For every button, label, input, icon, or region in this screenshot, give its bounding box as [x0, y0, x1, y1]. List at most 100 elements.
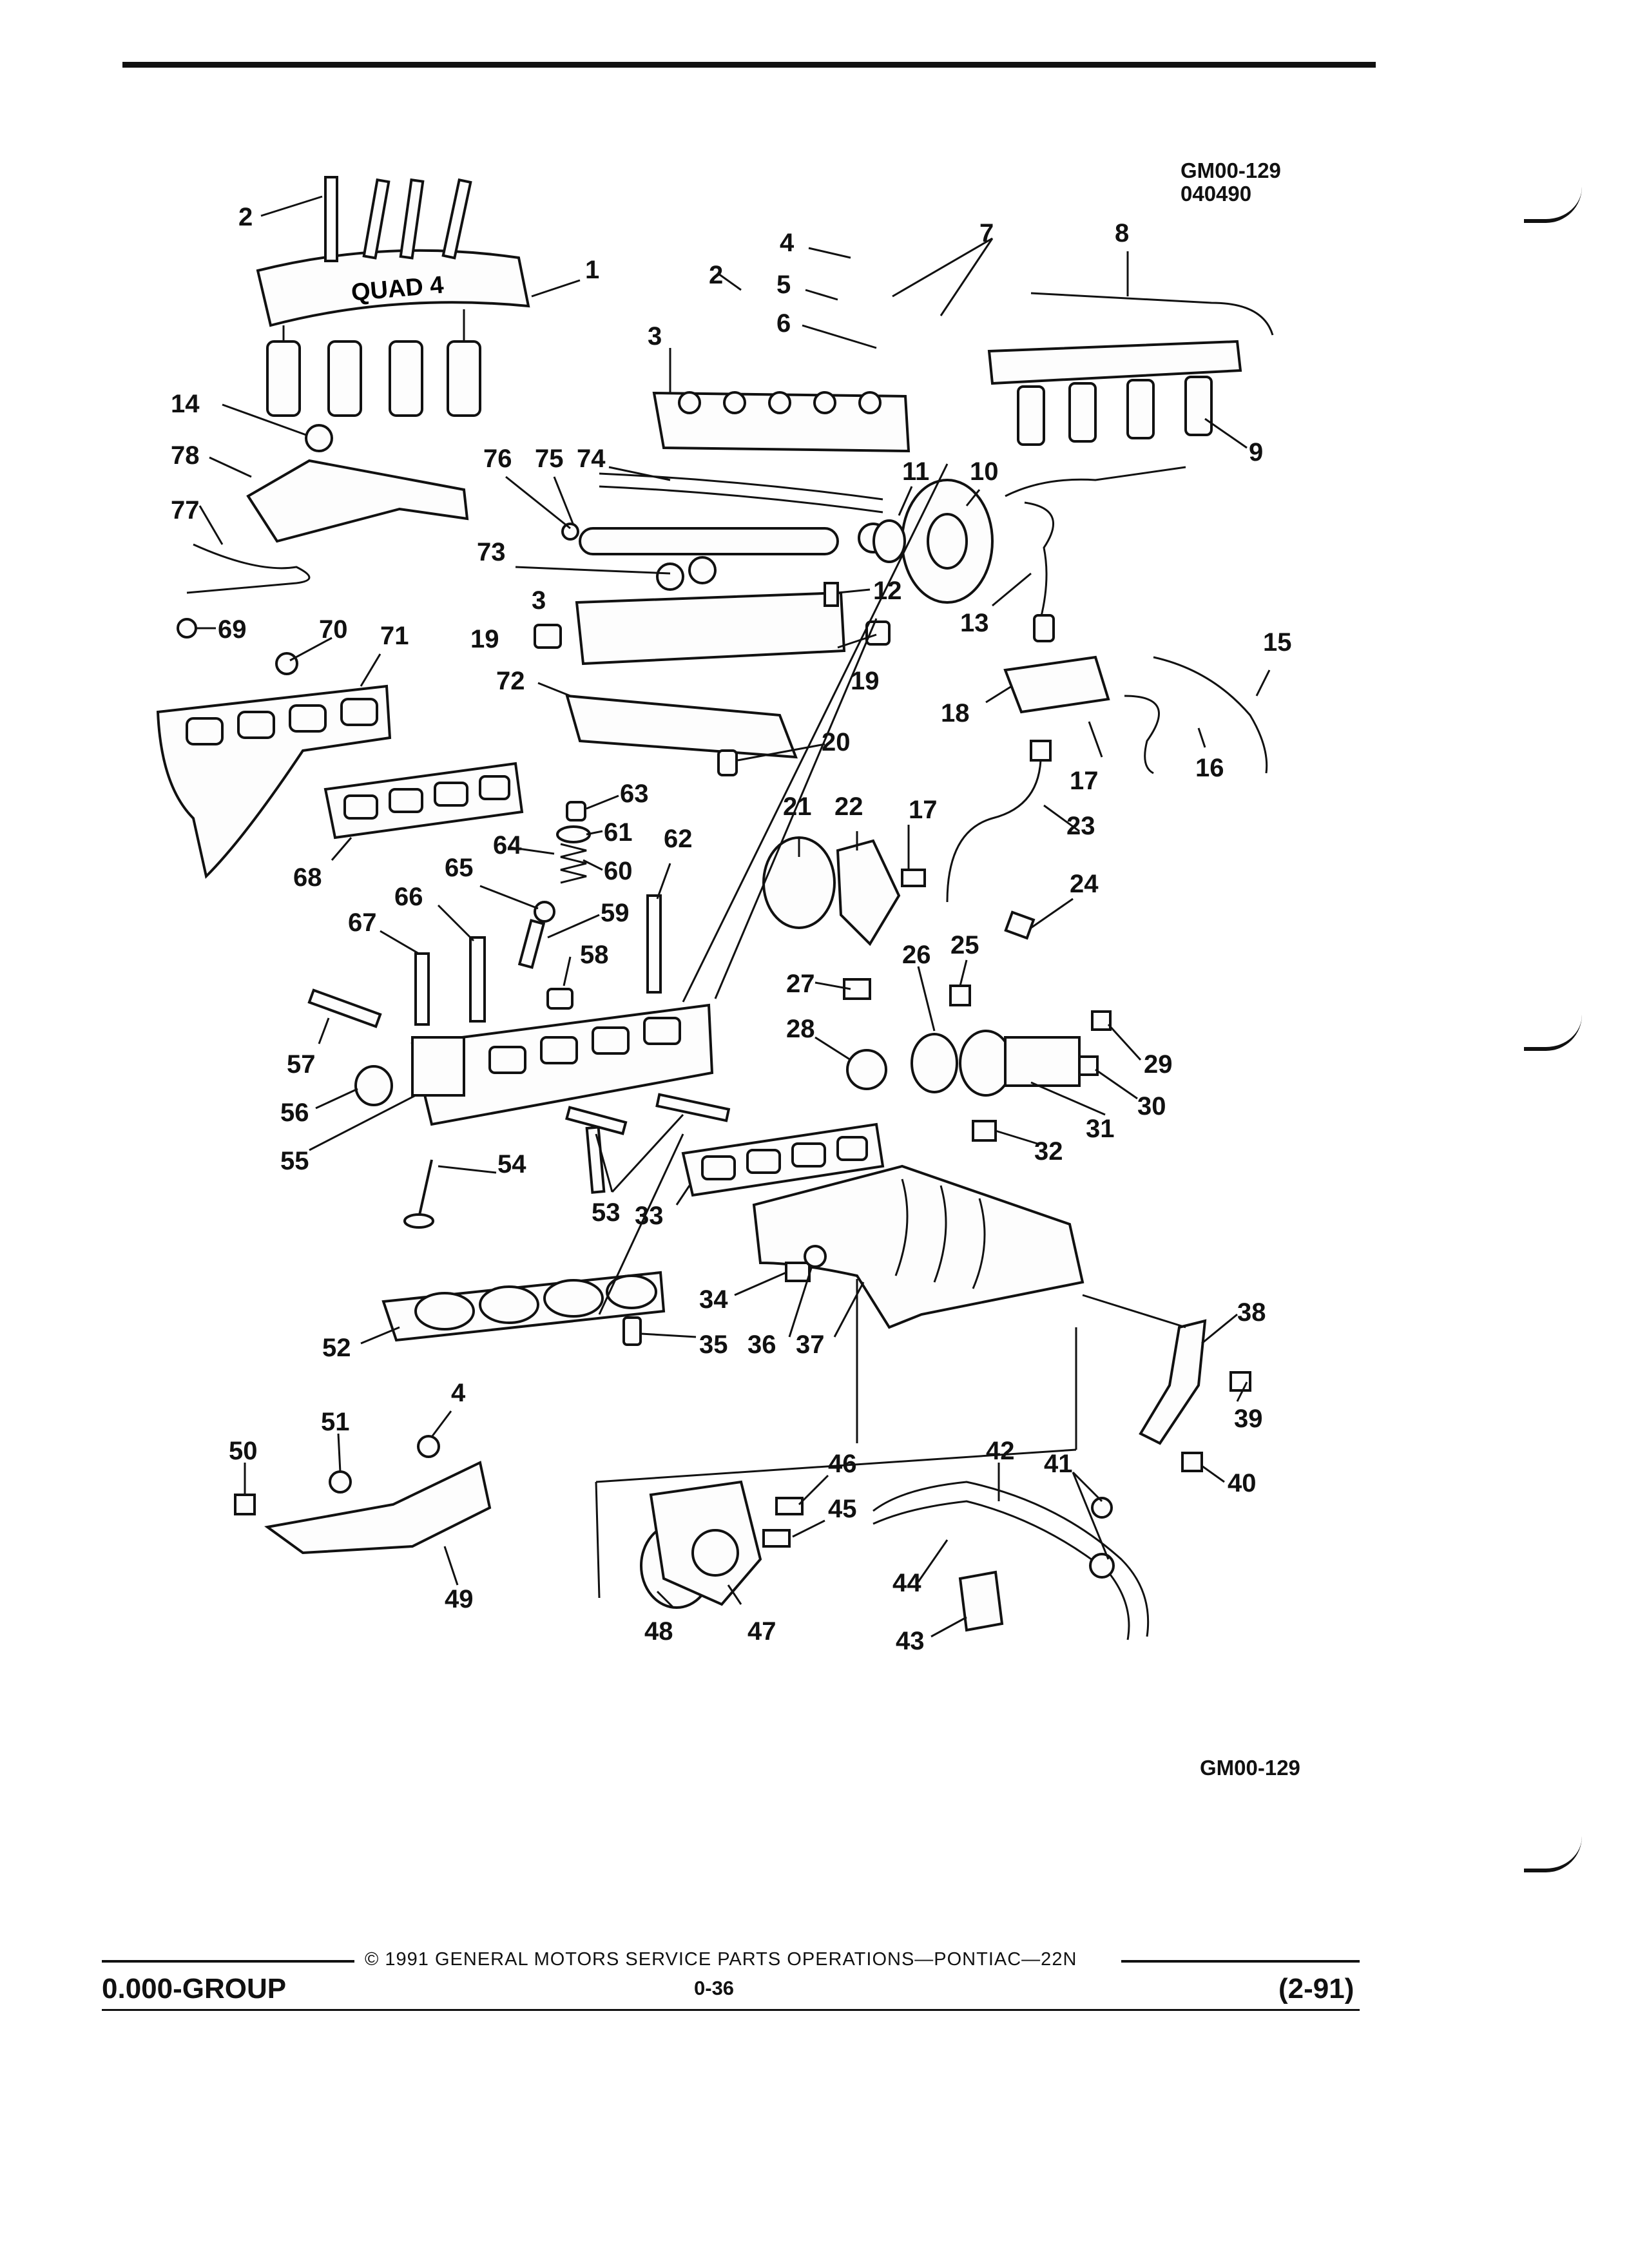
part-manifold-bolt [785, 1262, 811, 1282]
callout-label: 57 [287, 1050, 316, 1079]
part-dowel [717, 749, 738, 776]
part-head-bolts [414, 894, 662, 1026]
callout-label: 45 [828, 1495, 857, 1523]
callout-label: 36 [747, 1331, 776, 1359]
revision-date: (2-91) [1278, 1973, 1354, 2004]
part-camshaft-housing [534, 582, 891, 666]
callout-label: 55 [280, 1147, 309, 1175]
footer-rule-bottom [102, 2009, 1360, 2011]
callout-label: 56 [280, 1099, 309, 1127]
callout-label: 59 [601, 899, 630, 927]
callout-label: 23 [1066, 812, 1095, 840]
callout-labels: 1 2 2 3 3 4 4 5 6 7 8 9 10 11 12 13 14 1… [171, 203, 1292, 1655]
callout-label: 22 [834, 793, 863, 821]
assembly-guide-lines [595, 463, 1186, 1599]
part-studs-valve [403, 1093, 731, 1229]
part-camshaft-cover [652, 391, 911, 453]
callout-label: 64 [493, 831, 522, 860]
part-brace [234, 1435, 492, 1555]
callout-label: 72 [496, 667, 525, 695]
part-thermostat-group [843, 978, 1112, 1142]
part-housing-gasket [565, 694, 798, 759]
margin-binding-mark [1524, 1015, 1582, 1051]
callout-label: 78 [171, 441, 200, 470]
part-coolant-hoses [946, 655, 1268, 903]
callout-label: 54 [497, 1150, 526, 1178]
callout-label: 43 [896, 1627, 925, 1655]
callout-label: 32 [1034, 1137, 1063, 1166]
callout-label: 26 [902, 941, 931, 969]
part-valve-spring [517, 801, 591, 969]
callout-label: 3 [532, 586, 546, 615]
callout-label: 63 [620, 780, 649, 808]
callout-label: 39 [1234, 1405, 1263, 1433]
part-dowel-lower [622, 1316, 642, 1346]
callout-label: 40 [1228, 1469, 1257, 1497]
callout-label: 37 [796, 1331, 825, 1359]
callout-label: 75 [535, 445, 564, 473]
callout-label: 70 [319, 615, 348, 644]
callout-label: 51 [321, 1408, 350, 1436]
callout-label: 4 [780, 229, 795, 257]
callout-label: 61 [604, 818, 633, 847]
part-cylinder-head [307, 988, 714, 1126]
callout-label: 19 [851, 667, 880, 695]
footer-rule-right [1121, 1960, 1360, 1963]
callout-label: 60 [604, 857, 633, 885]
callout-label: 53 [592, 1198, 621, 1227]
callout-label: 67 [348, 908, 377, 937]
part-ignition-cover: QUAD 4 [256, 249, 530, 417]
callout-label: 28 [786, 1015, 815, 1043]
part-coolant-pipe [872, 1481, 1150, 1640]
margin-binding-mark [1524, 187, 1582, 223]
callout-label: 48 [644, 1617, 673, 1646]
page-number: 0-36 [694, 1977, 735, 1999]
callout-label: 44 [892, 1569, 921, 1597]
group-label: 0.000-GROUP [102, 1973, 287, 2004]
part-fuel-rail [987, 292, 1274, 446]
part-exhaust-manifold [156, 652, 392, 879]
callout-label: 5 [776, 271, 791, 299]
callout-label: 76 [483, 445, 512, 473]
callout-label: 14 [171, 390, 200, 418]
callout-label: 7 [979, 219, 994, 247]
part-camshaft [561, 472, 889, 591]
callout-label: 62 [664, 825, 693, 853]
callout-label: 73 [477, 538, 506, 566]
callout-label: 1 [585, 256, 599, 284]
callout-label: 71 [380, 622, 409, 650]
callout-label: 74 [577, 445, 606, 473]
copyright-line: © 1991 GENERAL MOTORS SERVICE PARTS OPER… [365, 1949, 1077, 1970]
callout-label: 4 [451, 1379, 466, 1407]
callout-label: 31 [1086, 1115, 1115, 1143]
callout-label: 12 [873, 577, 902, 605]
callout-label: 25 [950, 931, 979, 959]
callout-label: 34 [699, 1285, 728, 1314]
callout-label: 66 [394, 883, 423, 911]
callout-label: 77 [171, 496, 200, 524]
bottom-figure-id: GM00-129 [1200, 1756, 1300, 1780]
part-injector-harness [1005, 466, 1186, 642]
callout-label: 58 [580, 941, 609, 969]
callout-label: 69 [218, 615, 247, 644]
callout-label: 11 [902, 457, 929, 486]
part-water-pump-plate [762, 836, 1036, 947]
callout-label: 24 [1070, 870, 1099, 898]
callout-label: 19 [470, 625, 499, 653]
callout-label: 38 [1237, 1298, 1266, 1327]
callout-label: 15 [1263, 628, 1292, 657]
callout-label: 27 [786, 970, 815, 998]
callout-label: 20 [822, 728, 851, 756]
part-manifold-bracket [1139, 1319, 1251, 1472]
figure-id: GM00-129 [1181, 159, 1281, 182]
callout-label: 13 [960, 609, 989, 637]
callout-label: 2 [238, 203, 253, 231]
callout-label: 41 [1044, 1450, 1073, 1478]
callout-label: 65 [445, 854, 474, 882]
callout-label: 8 [1115, 219, 1129, 247]
part-sensor-bracket [177, 424, 469, 639]
part-intake-manifold [752, 1164, 1084, 1329]
callout-label: 30 [1137, 1092, 1166, 1120]
leader-lines [197, 195, 1271, 1638]
